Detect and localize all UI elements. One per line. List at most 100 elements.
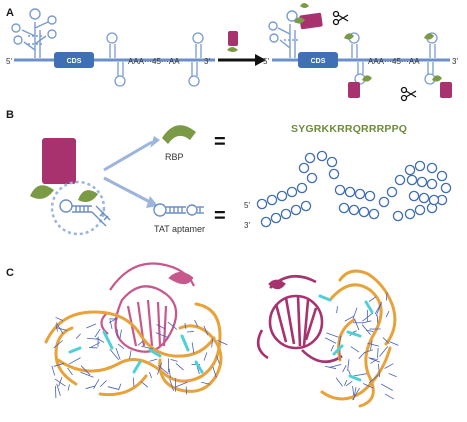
base-stick [68,384,69,390]
aptamer-structure [257,151,450,226]
base-stick [68,368,73,375]
rna-bases-right [325,292,398,400]
nucleotide-circle [409,191,418,200]
nucleotide-circle [281,209,290,218]
nucleotide-circle [317,151,326,160]
nucleotide-circle [345,187,354,196]
rbp-small [227,47,238,52]
base-stick [108,387,119,390]
nucleotide-circle [291,205,300,214]
right-cds-label: CDS [311,58,326,65]
left-utr-hairpins [12,9,56,58]
base-stick [187,331,194,332]
protein-block-large [42,138,76,184]
base-stick [369,297,376,302]
rna-cyan-left [70,332,202,372]
nucleotide-circle [301,201,310,210]
aptamer-icon [154,204,204,216]
base-stick [56,317,63,320]
right-mrna: 5' CDS AAA···45···AA 3' [263,3,458,101]
complex-illustration [30,138,110,234]
base-stick [359,352,365,359]
left-polya-label: AAA···45···AA [128,57,180,66]
protein-block-right-1 [348,82,360,98]
base-stick [56,328,67,331]
rbp-icon [162,125,196,144]
rna-cyan-right [320,296,372,380]
nucleotide-circle [427,179,436,188]
base-stick [385,364,394,369]
nucleotide-circle [429,195,438,204]
base-stick [142,382,148,387]
nucleotide-circle [407,175,416,184]
base-stick [329,364,341,367]
nucleotide-circle [415,161,424,170]
base-stick [343,365,347,372]
nucleotide-circle [427,163,436,172]
peptide-sequence: SYGRKKRRQRRRPPQ [291,123,407,135]
base-stick [133,378,134,387]
base-stick [331,345,334,351]
protein-block-right-2 [440,82,452,98]
base-stick [192,342,194,353]
structure-right [258,271,398,406]
panel-a-letter: A [6,7,14,19]
nucleotide-circle [395,175,404,184]
scissors-icon [334,12,349,25]
left-three-prime-label: 3' [204,57,210,66]
nucleotide-circle [277,191,286,200]
nucleotide-circle [369,209,378,218]
nucleotide-circle [261,217,270,226]
rbp-label: RBP [165,152,184,162]
nucleotide-circle [437,171,446,180]
base-stick [91,342,100,347]
base-stick [389,373,397,376]
arrow-to-aptamer [104,178,150,202]
nucleotide-circle [307,173,316,182]
base-stick [120,329,121,338]
nucleotide-circle [267,195,276,204]
base-stick [389,342,398,346]
nucleotide-circle [335,185,344,194]
panel-c-letter: C [6,267,14,279]
right-utr-hairpins [269,11,298,58]
nucleotide-circle [393,211,402,220]
nucleotide-circle [329,169,338,178]
base-stick [171,359,178,361]
base-stick [176,363,184,370]
base-stick [130,350,132,359]
nucleotide-circle [405,209,414,218]
base-stick [81,372,94,377]
base-stick [76,334,81,339]
base-stick [69,358,80,364]
branch-arrows [104,136,160,208]
right-polya-label: AAA···45···AA [368,57,420,66]
base-stick [95,329,100,337]
protein-block-small [228,31,238,46]
right-three-prime-label: 3' [452,57,458,66]
base-stick [149,359,157,361]
base-stick [156,333,169,338]
nucleotide-circle [365,191,374,200]
nucleotide-circle [305,153,314,162]
scissors-icon-2 [402,88,417,101]
nucleotide-circle [271,213,280,222]
base-stick [362,325,370,335]
structure-five-prime: 5' [244,201,250,210]
base-stick [354,374,367,376]
nucleotide-circle [359,207,368,216]
base-stick [325,338,336,344]
arrow-to-rbp [104,142,152,170]
nucleotide-circle [441,183,450,192]
nucleotide-circle [349,205,358,214]
base-stick [337,306,338,313]
right-five-prime-label: 5' [263,57,269,66]
nucleotide-circle [417,177,426,186]
base-stick [100,381,106,387]
nucleotide-circle [327,157,336,166]
base-stick [149,372,151,378]
nucleotide-circle [379,197,388,206]
base-stick [176,382,188,387]
